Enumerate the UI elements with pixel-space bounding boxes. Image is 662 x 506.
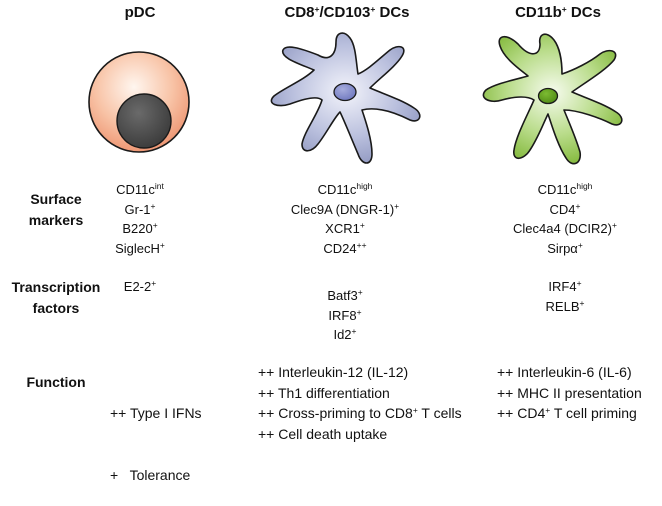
cd8-dc-cell bbox=[270, 32, 421, 164]
function-item: ++ Type I IFNs bbox=[110, 405, 202, 421]
factor: Batf3+ bbox=[327, 287, 363, 303]
transcription-factors-pdc: E2-2+ bbox=[110, 277, 170, 297]
column-title-pdc: pDC bbox=[124, 4, 156, 21]
function-item: ++ Interleukin-12 (IL-12) bbox=[258, 364, 409, 380]
cd11b-dc-cell bbox=[482, 33, 623, 165]
function-item: ++ MHC II presentation bbox=[497, 384, 642, 401]
function-item: ++ Cell death uptake bbox=[258, 425, 388, 442]
factor: IRF8+ bbox=[328, 306, 362, 323]
pdc-nucleus bbox=[116, 93, 172, 149]
cell-illustrations bbox=[88, 32, 623, 165]
marker: CD24++ bbox=[323, 239, 367, 256]
marker: Sirpα+ bbox=[547, 239, 583, 256]
pdc-cell bbox=[88, 51, 190, 153]
marker: SiglecH+ bbox=[115, 239, 165, 256]
surface-markers-cd11b-dc: CD11chigh CD4+ Clec4a4 (DCIR2)+ Sirpα+ bbox=[500, 180, 630, 258]
row-label-surface-markers: Surface markers bbox=[28, 191, 84, 228]
function-item: ++ Th1 differentiation bbox=[258, 384, 390, 401]
function-item: ++ Interleukin-6 (IL-6) bbox=[497, 364, 632, 380]
transcription-factors-cd8-dc: Batf3+ IRF8+ Id2+ bbox=[305, 286, 385, 345]
transcription-factors-cd11b-dc: IRF4+ RELB+ bbox=[530, 277, 600, 316]
cd11b-dc-nucleus bbox=[537, 87, 559, 105]
function-item: + Tolerance bbox=[110, 466, 191, 483]
factor: IRF4+ bbox=[548, 278, 582, 294]
surface-markers-pdc: CD11cint Gr-1+ B220+ SiglecH+ bbox=[100, 180, 180, 258]
marker: CD11chigh bbox=[317, 181, 373, 197]
column-title-cd8-cd103-dcs: CD8+/CD103+ DCs bbox=[284, 4, 410, 21]
row-label-transcription-factors: Transcription factors bbox=[11, 279, 101, 316]
function-item: ++ CD4+ T cell priming bbox=[497, 405, 637, 421]
marker: CD4+ bbox=[549, 200, 581, 217]
marker: XCR1+ bbox=[325, 220, 365, 236]
function-cd11b-dc: ++ Interleukin-6 (IL-6) ++ MHC II presen… bbox=[497, 362, 642, 424]
column-title-cd11b-dcs: CD11b+ DCs bbox=[515, 4, 601, 21]
function-pdc: ++ Type I IFNs + Tolerance bbox=[110, 362, 202, 506]
factor: RELB+ bbox=[545, 297, 585, 314]
row-label-function: Function bbox=[26, 374, 86, 390]
marker: CD11chigh bbox=[537, 181, 593, 197]
marker: B220+ bbox=[122, 220, 158, 236]
cd8-dc-nucleus bbox=[333, 82, 357, 102]
marker: CD11cint bbox=[116, 181, 164, 197]
marker: Clec9A (DNGR-1)+ bbox=[290, 200, 400, 217]
marker: Clec4a4 (DCIR2)+ bbox=[513, 220, 617, 236]
factor: E2-2+ bbox=[123, 278, 157, 294]
marker: Gr-1+ bbox=[124, 200, 156, 217]
surface-markers-cd8-dc: CD11chigh Clec9A (DNGR-1)+ XCR1+ CD24++ bbox=[270, 180, 420, 258]
factor: Id2+ bbox=[333, 326, 357, 342]
function-item: ++ Cross-priming to CD8+ T cells bbox=[258, 405, 462, 421]
function-cd8-dc: ++ Interleukin-12 (IL-12) ++ Th1 differe… bbox=[258, 362, 462, 444]
